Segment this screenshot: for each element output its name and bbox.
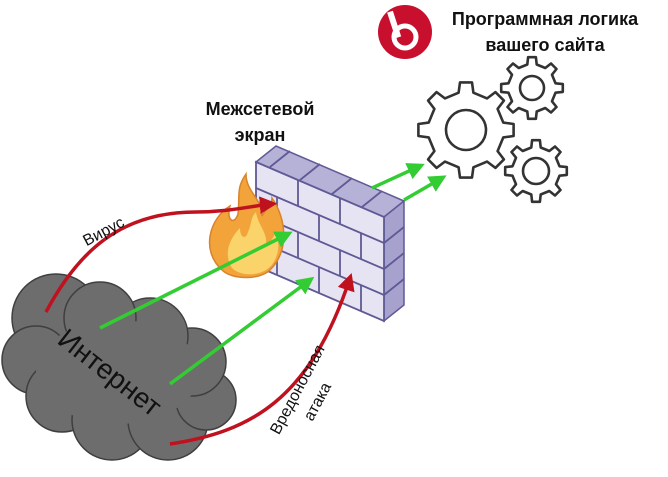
gear-large-icon xyxy=(417,81,515,179)
allowed-arrow-to-gears-1 xyxy=(371,163,425,190)
site-logic-title-line-2: вашего сайта xyxy=(485,35,605,55)
allowed-arrow-to-gears-2 xyxy=(403,175,447,202)
virus-arrow xyxy=(44,196,278,313)
site-logic-title-line-1: Программная логика xyxy=(452,9,639,29)
firewall-label-line-2: экран xyxy=(235,125,286,145)
traffic-arrow-lower xyxy=(168,276,315,386)
firewall-label-line-1: Межсетевой xyxy=(206,99,315,119)
virus-label: Вирус xyxy=(80,214,127,250)
malicious-attack-arrow xyxy=(169,273,355,446)
bitrix-logo-icon xyxy=(378,5,432,59)
gears-icon xyxy=(417,55,569,204)
gear-small-top-icon xyxy=(499,55,565,121)
traffic-arrow-upper xyxy=(99,231,293,330)
gear-small-bottom-icon xyxy=(503,138,569,204)
